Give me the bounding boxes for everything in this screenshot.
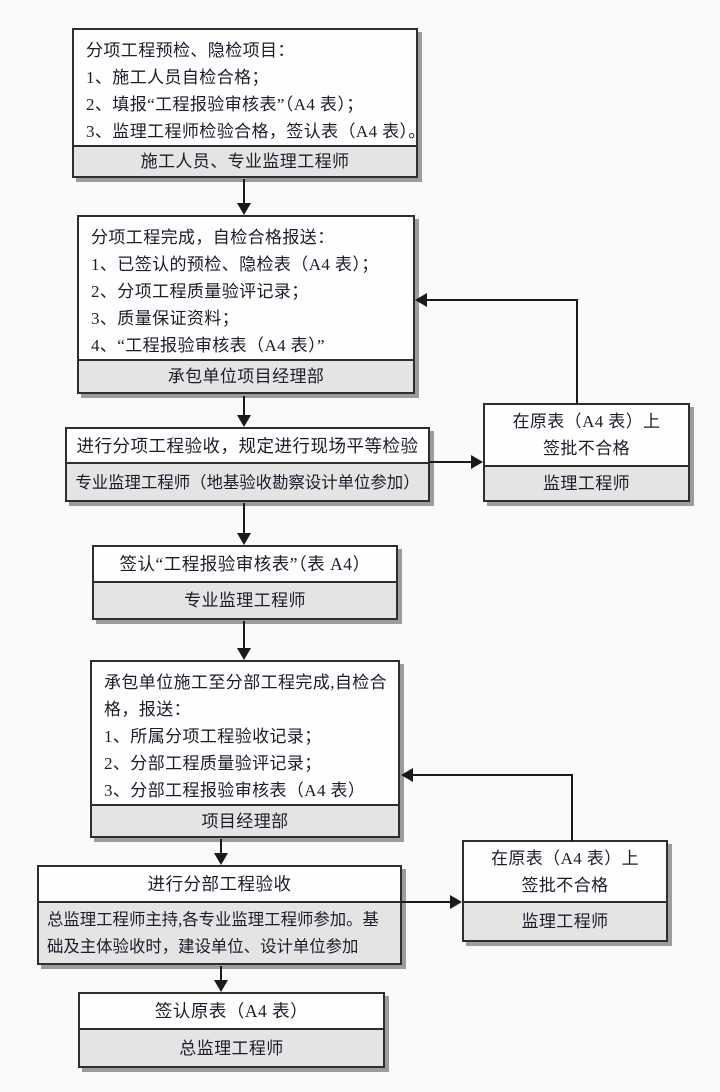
text-line: 监理工程师 (543, 474, 630, 493)
text-line: 4、“工程报验审核表（A4 表）” (91, 336, 325, 355)
responsible-party-label: 监理工程师 (485, 465, 688, 500)
box-body: 进行分项工程验收，规定进行现场平等检验 (67, 429, 428, 462)
connector-line (220, 839, 222, 854)
arrow-right-icon (450, 895, 462, 909)
text-line: 3、分部工程报验审核表（A4 表） (104, 781, 366, 800)
text-line: 3、质量保证资料； (91, 309, 240, 328)
text-line: 2、填报“工程报验审核表”（A4 表）； (86, 95, 364, 114)
connector-line (412, 774, 573, 776)
connector-line (220, 966, 222, 981)
connector-line (576, 300, 578, 404)
responsible-party-label: 专业监理工程师 (94, 581, 396, 618)
text-line: 1、所属分项工程验收记录； (104, 727, 322, 746)
box-sign-review-form: 签认“工程报验审核表”（表 A4） 专业监理工程师 (92, 545, 398, 620)
text-line: 1、已签认的预检、隐检表（A4 表）； (91, 255, 379, 274)
box-body: 进行分部工程验收 (39, 867, 400, 901)
text-line: 2、分部工程质量验评记录； (104, 754, 322, 773)
text-line: 签认原表（A4 表） (154, 1001, 309, 1021)
box-body: 分项工程预检、隐检项目： 1、施工人员自检合格； 2、填报“工程报验审核表”（A… (74, 30, 426, 145)
arrow-down-icon (214, 980, 228, 992)
box-body: 签认原表（A4 表） (80, 994, 383, 1028)
arrow-down-icon (237, 533, 251, 545)
responsible-party-label: 项目经理部 (92, 804, 398, 836)
text-line: 总监理工程师 (179, 1038, 284, 1058)
connector-line (243, 396, 245, 416)
box-body: 承包单位施工至分部工程完成,自检合 格，报送： 1、所属分项工程验收记录； 2、… (92, 662, 398, 804)
responsible-party-label: 承包单位项目经理部 (79, 359, 413, 392)
text-line: 项目经理部 (201, 811, 289, 831)
box-reject-sign-original-2: 在原表（A4 表）上 签批不合格 监理工程师 (462, 840, 668, 942)
connector-line (243, 621, 245, 649)
box-subitem-precheck-items: 分项工程预检、隐检项目： 1、施工人员自检合格； 2、填报“工程报验审核表”（A… (72, 28, 426, 178)
text-line: 2、分项工程质量验评记录； (91, 282, 309, 301)
text-line: 签批不合格 (521, 875, 609, 895)
connector-line (571, 775, 573, 841)
responsible-party-label: 总监理工程师 (80, 1028, 383, 1066)
text-line: 总监理工程师主持,各专业监理工程师参加。基 (47, 910, 379, 929)
text-line: 承包单位施工至分部工程完成,自检合 (104, 673, 388, 692)
text-line: 进行分部工程验收 (147, 874, 292, 894)
text-line: 承包单位项目经理部 (167, 367, 325, 386)
text-line: 础及主体验收时，建设单位、设计单位参加 (47, 937, 359, 956)
arrow-left-icon (401, 768, 413, 782)
box-body: 分项工程完成，自检合格报送： 1、已签认的预检、隐检表（A4 表）； 2、分项工… (79, 217, 413, 359)
box-body: 在原表（A4 表）上 签批不合格 (485, 405, 688, 465)
box-body: 在原表（A4 表）上 签批不合格 (464, 842, 666, 901)
text-line: 分项工程预检、隐检项目： (86, 41, 295, 60)
responsible-party-label: 监理工程师 (464, 901, 666, 940)
box-body: 签认“工程报验审核表”（表 A4） (94, 547, 396, 581)
text-line: 格，报送： (104, 700, 191, 719)
box-reject-sign-original-1: 在原表（A4 表）上 签批不合格 监理工程师 (483, 403, 690, 502)
text-line: 专业监理工程师 (184, 591, 306, 610)
arrow-down-icon (237, 415, 251, 427)
text-line: 1、施工人员自检合格； (86, 68, 269, 87)
box-subitem-completion-report: 分项工程完成，自检合格报送： 1、已签认的预检、隐检表（A4 表）； 2、分项工… (77, 215, 415, 394)
responsible-party-label: 专业监理工程师（地基验收勘察设计单位参加） (67, 462, 428, 500)
box-subitem-acceptance: 进行分项工程验收，规定进行现场平等检验 专业监理工程师（地基验收勘察设计单位参加… (65, 427, 430, 502)
arrow-left-icon (415, 293, 427, 307)
text-line: 在原表（A4 表）上 (490, 848, 640, 868)
connector-line (243, 179, 245, 205)
text-line: 3、监理工程师检验合格，签认表（A4 表）。 (86, 122, 426, 141)
connector-line (429, 461, 472, 463)
box-subdivision-acceptance: 进行分部工程验收 总监理工程师主持,各专业监理工程师参加。基 础及主体验收时，建… (37, 865, 402, 965)
text-line: 施工人员、专业监理工程师 (140, 152, 350, 171)
responsible-party-label: 施工人员、专业监理工程师 (74, 145, 416, 176)
text-line: 监理工程师 (521, 912, 609, 931)
responsible-party-label: 总监理工程师主持,各专业监理工程师参加。基 础及主体验收时，建设单位、设计单位参… (39, 901, 400, 963)
arrow-right-icon (471, 455, 483, 469)
text-line: 专业监理工程师（地基验收勘察设计单位参加） (75, 472, 420, 492)
text-line: 分项工程完成，自检合格报送： (91, 228, 335, 247)
box-subdivision-completion-report: 承包单位施工至分部工程完成,自检合 格，报送： 1、所属分项工程验收记录； 2、… (90, 660, 400, 838)
arrow-down-icon (214, 853, 228, 865)
text-line: 签认“工程报验审核表”（表 A4） (119, 554, 371, 574)
arrow-down-icon (237, 648, 251, 660)
box-sign-original-form: 签认原表（A4 表） 总监理工程师 (78, 992, 385, 1068)
text-line: 进行分项工程验收，规定进行现场平等检验 (76, 435, 419, 456)
connector-line (243, 503, 245, 534)
connector-line (426, 299, 578, 301)
text-line: 签批不合格 (543, 439, 630, 458)
connector-line (401, 901, 451, 903)
arrow-down-icon (237, 203, 251, 215)
text-line: 在原表（A4 表）上 (512, 412, 661, 431)
